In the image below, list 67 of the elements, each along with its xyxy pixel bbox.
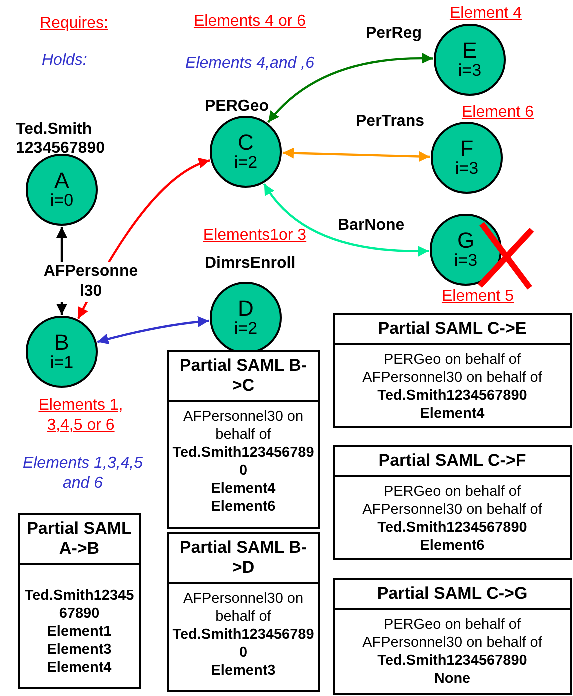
card-text: Ted.Smith1234567890	[376, 387, 528, 405]
arrow	[282, 148, 430, 162]
arrow	[268, 53, 434, 124]
card-text: Ted.Smith1234567890	[172, 444, 315, 480]
holdings-note: Elements 4,and ,6	[184, 54, 316, 74]
card-header: Partial SAML C->E	[335, 315, 570, 345]
legend-heading: Requires:	[40, 14, 108, 34]
card-text: Element6	[210, 498, 277, 516]
node-letter: C	[238, 132, 254, 154]
node-letter: B	[54, 332, 70, 354]
card-header: Partial SAML C->G	[335, 580, 570, 610]
saml-card	[333, 445, 572, 560]
index-label: i=1	[50, 354, 74, 372]
card-text: Element1	[46, 623, 113, 641]
index-label: i=2	[234, 320, 258, 338]
card-text: Element4	[46, 659, 113, 677]
card-text: PERGeo on behalf of AFPersonnel30 on behalf of	[362, 351, 544, 387]
requirement-note: Elements 4 or 6	[192, 12, 308, 32]
legend-heading: Holds:	[42, 51, 88, 71]
requirement-note: Element 5	[440, 287, 516, 307]
card-text: Element3	[210, 662, 277, 680]
index-label: i=3	[458, 62, 482, 80]
node-letter: A	[54, 170, 70, 192]
card-text: Ted.Smith1234567890	[376, 519, 528, 537]
card-text: Element4	[210, 480, 277, 498]
requirement-note: Element 4	[448, 4, 524, 24]
node-name: DimrsEnroll	[205, 254, 297, 273]
index-label: i=3	[455, 160, 479, 178]
card-text: Ted.Smith1234567890	[172, 626, 315, 662]
card-text: PERGeo on behalf of AFPersonnel30 on behalf of	[362, 616, 544, 652]
node-letter: D	[238, 298, 254, 320]
node-name: PerReg	[366, 24, 424, 43]
card-text: Ted.Smith1234567890	[24, 587, 136, 623]
requirement-note: Elements1or 3	[202, 226, 308, 246]
card-text: None	[433, 670, 472, 688]
saml-card	[167, 532, 320, 692]
card-header: Partial SAML B->D	[169, 534, 318, 584]
card-header: Partial SAML A->B	[20, 515, 139, 565]
saml-card	[333, 313, 572, 428]
requirement-note: Elements 1, 3,4,5 or 6	[38, 396, 124, 436]
card-text: Element3	[46, 641, 113, 659]
card-text: PERGeo on behalf of AFPersonnel30 on behalf of	[362, 483, 544, 519]
node-name: PERGeo	[205, 97, 270, 116]
index-label: i=2	[234, 154, 258, 172]
card-header: Partial SAML B->C	[169, 352, 318, 402]
saml-card	[167, 350, 320, 529]
card-text: AFPersonnel30 on behalf of	[182, 408, 305, 444]
card-text: AFPersonnel30 on behalf of	[182, 590, 305, 626]
arrow	[97, 316, 210, 345]
card-text: Element6	[419, 537, 486, 555]
node-letter: F	[460, 138, 474, 160]
index-label: i=3	[454, 252, 478, 270]
index-label: i=0	[50, 192, 74, 210]
holdings-note: Elements 1,3,4,5 and 6	[22, 454, 144, 494]
node-name: PerTrans	[356, 112, 426, 131]
edge-label: AFPersonnel30	[42, 262, 140, 302]
card-text: Ted.Smith1234567890	[376, 652, 528, 670]
card-text: Element4	[419, 405, 486, 423]
node-name: BarNone	[338, 216, 406, 235]
node-letter: G	[457, 230, 475, 252]
saml-card	[18, 513, 141, 689]
arrow	[263, 184, 430, 257]
requirement-note: Element 6	[460, 103, 536, 123]
saml-card	[333, 578, 572, 695]
card-header: Partial SAML C->F	[335, 447, 570, 477]
node-letter: E	[462, 40, 478, 62]
node-name: Ted.Smith 1234567890	[16, 120, 106, 158]
